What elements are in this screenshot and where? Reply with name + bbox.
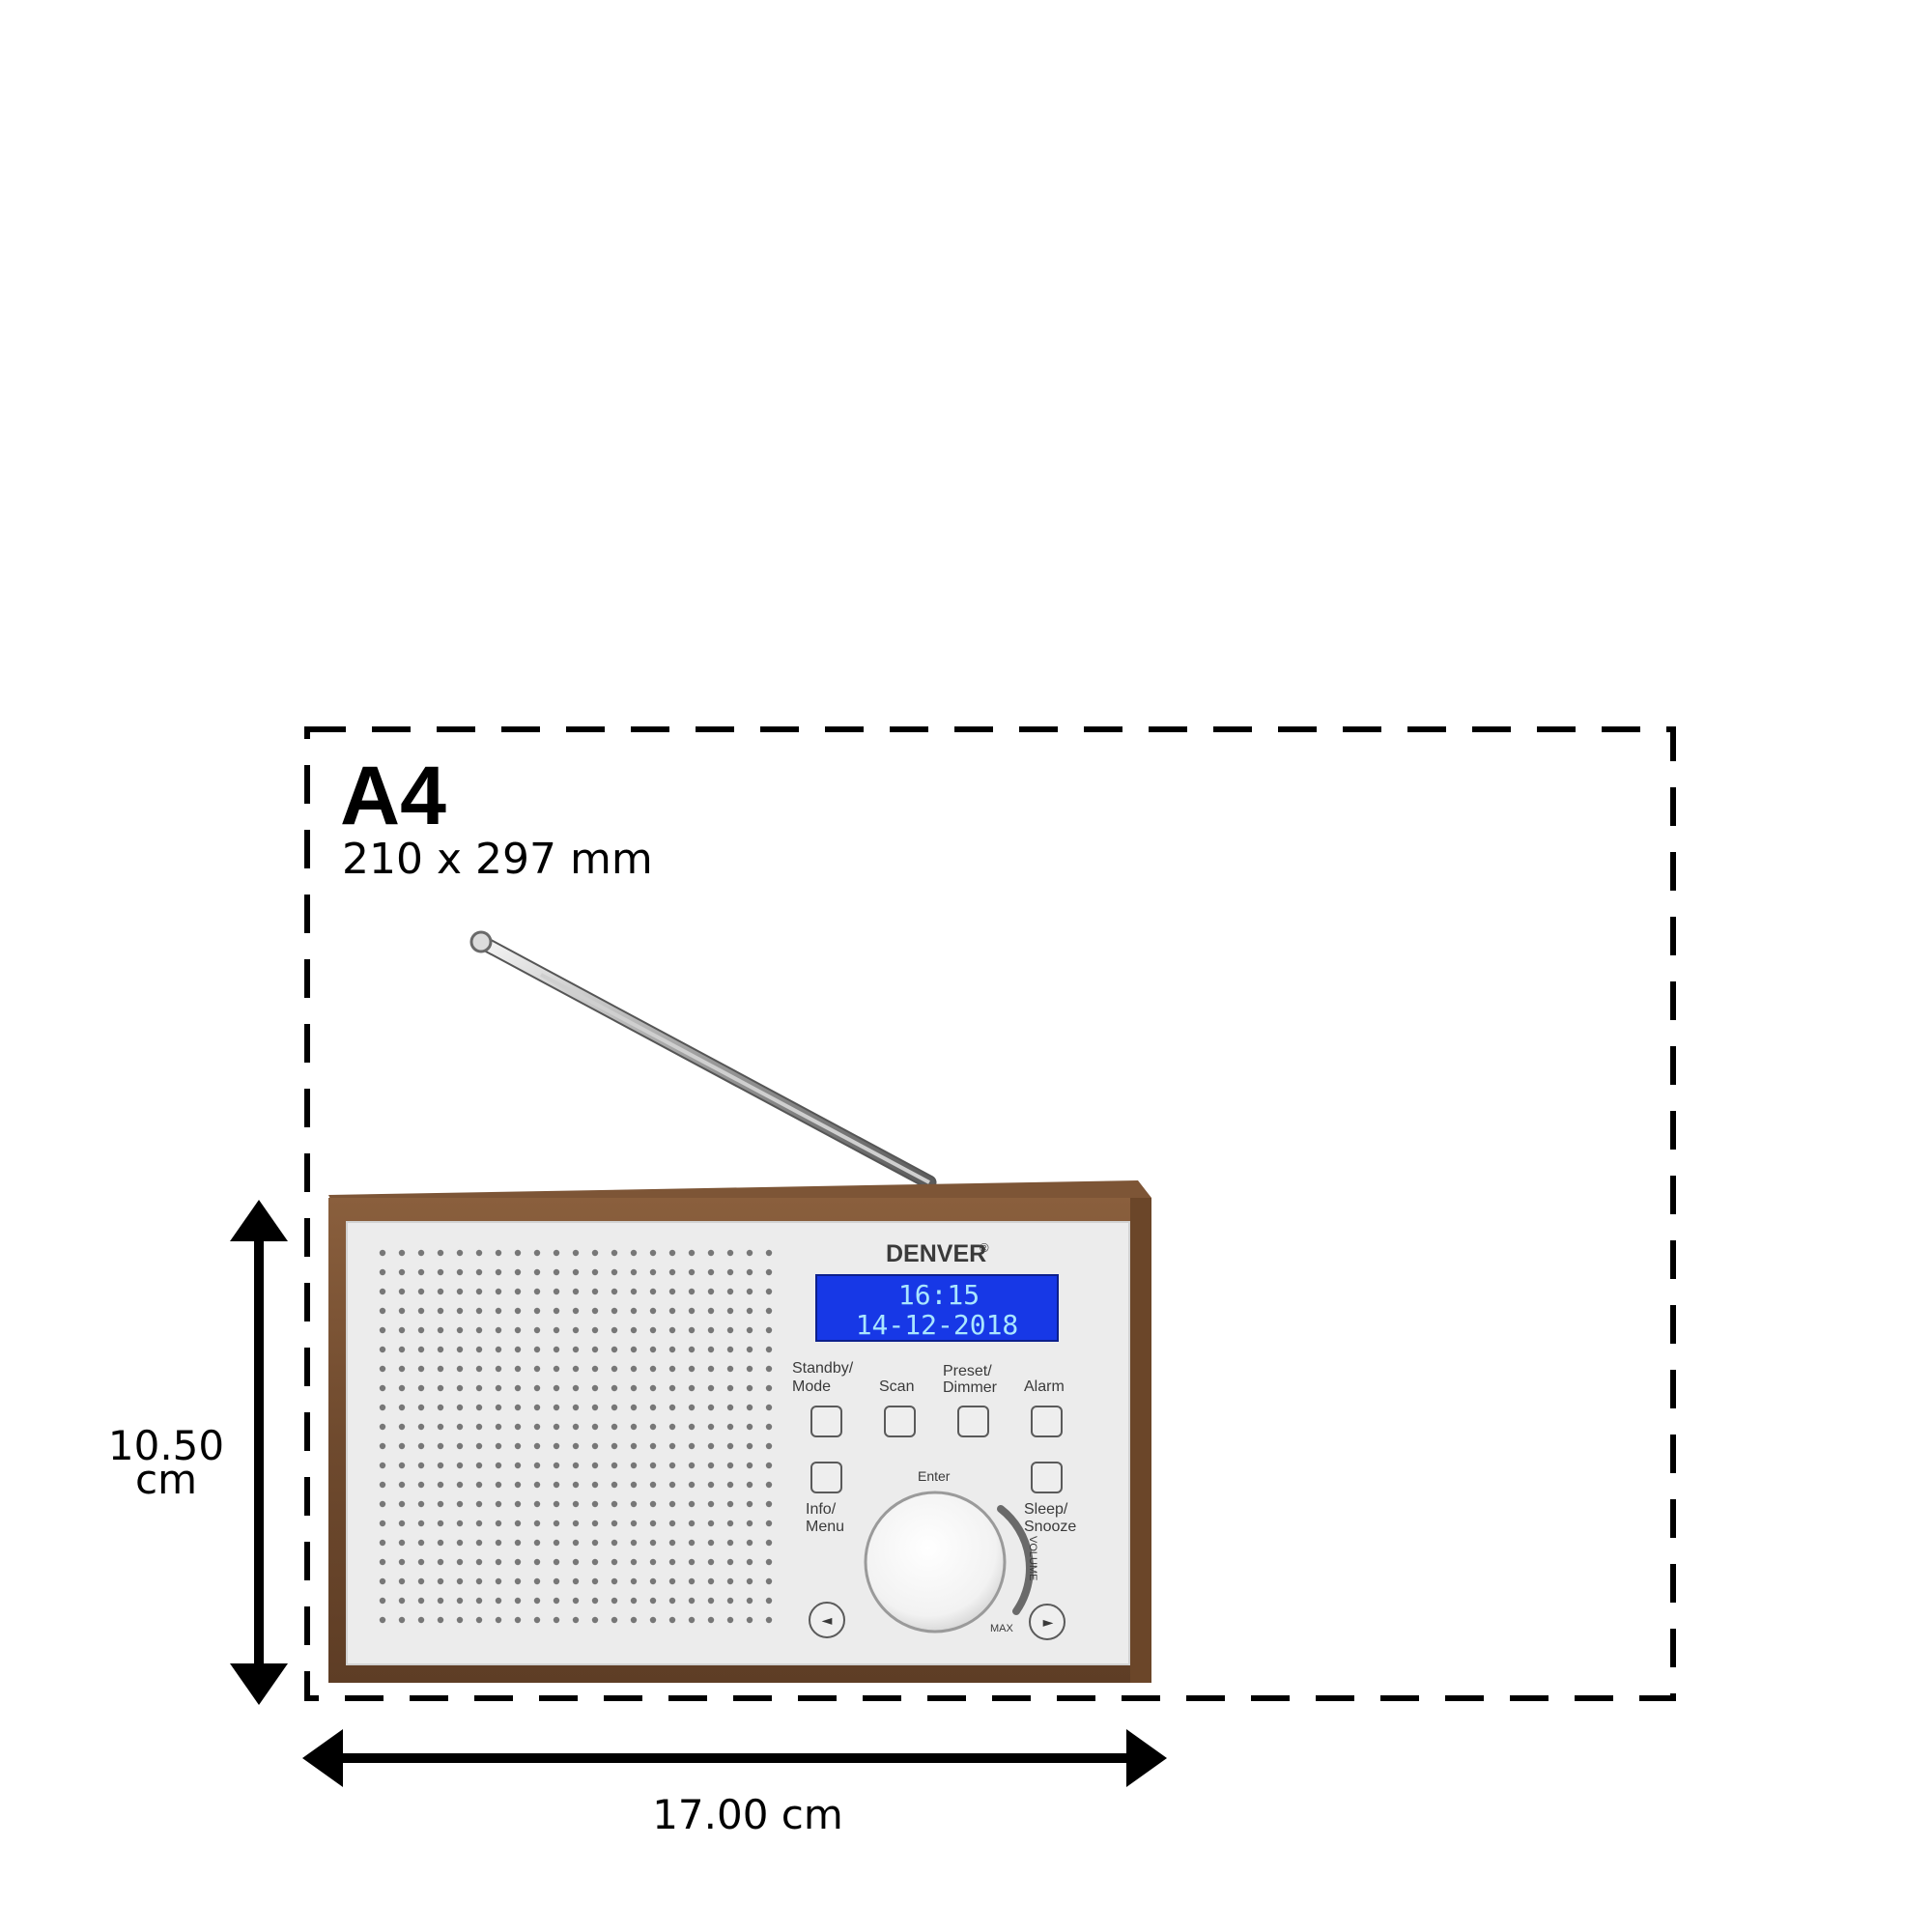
volume-max-label: MAX <box>990 1623 1014 1634</box>
wood-side <box>1130 1198 1151 1683</box>
next-button[interactable] <box>1029 1604 1065 1640</box>
prev-arrow-icon: ◄ <box>822 1613 833 1629</box>
alarm-label: Alarm <box>1024 1378 1065 1395</box>
lcd-display <box>815 1274 1059 1342</box>
volume-scale-arc <box>997 1505 1034 1615</box>
enter-label: Enter <box>918 1468 951 1484</box>
a4-size-label: 210 x 297 mm <box>342 835 653 884</box>
info-label-line2: Menu <box>806 1519 844 1535</box>
volume-label: VOLUME <box>1027 1536 1038 1580</box>
width-dimension-arrow <box>302 1729 1167 1787</box>
prev-button[interactable] <box>809 1602 845 1638</box>
registered-mark: ® <box>980 1240 989 1255</box>
preset-label-line2: Dimmer <box>943 1379 998 1396</box>
next-arrow-icon: ► <box>1043 1615 1054 1631</box>
antenna <box>469 930 937 1190</box>
info-label-line1: Info/ <box>806 1501 837 1518</box>
display-time: 16:15 <box>898 1279 980 1311</box>
display-date: 14-12-2018 <box>856 1309 1019 1341</box>
enter-volume-knob[interactable] <box>864 1491 1007 1634</box>
width-label: 17.00 cm <box>652 1791 843 1838</box>
sleep-snooze-button[interactable] <box>1031 1462 1063 1493</box>
speaker-grill <box>375 1245 777 1628</box>
brand-logo: DENVER <box>886 1240 986 1267</box>
standby-label-line2: Mode <box>792 1378 831 1395</box>
height-value: 10.50 <box>108 1422 224 1469</box>
scan-button[interactable] <box>884 1406 916 1437</box>
height-unit: cm <box>135 1456 197 1503</box>
scan-label: Scan <box>879 1378 914 1395</box>
preset-dimmer-button[interactable] <box>957 1406 989 1437</box>
radio: DENVER ® 16:15 14-12-2018 Standby/ Mode … <box>328 1180 1151 1683</box>
a4-label: A4 <box>340 750 446 842</box>
preset-label-line1: Preset/ <box>943 1363 992 1379</box>
standby-mode-button[interactable] <box>810 1406 842 1437</box>
alarm-button[interactable] <box>1031 1406 1063 1437</box>
height-dimension-arrow <box>230 1200 288 1705</box>
sleep-label-line1: Sleep/ <box>1024 1501 1068 1518</box>
antenna-tip <box>469 930 493 953</box>
standby-label-line1: Standby/ <box>792 1360 854 1377</box>
sleep-label-line2: Snooze <box>1024 1519 1076 1535</box>
a4-outline <box>304 726 1676 1701</box>
info-menu-button[interactable] <box>810 1462 842 1493</box>
